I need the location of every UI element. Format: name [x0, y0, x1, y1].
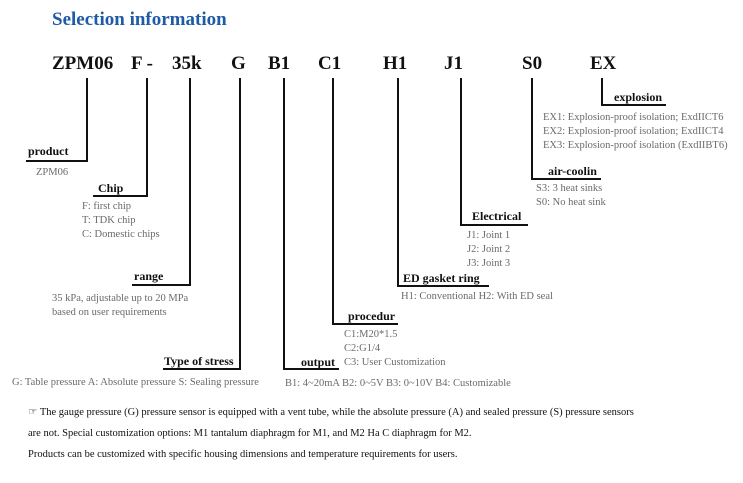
explosion-option-1: EX1: Explosion-proof isolation; ExdIICT6: [543, 112, 724, 123]
gasket-option-1: H1: Conventional H2: With ED seal: [401, 291, 553, 302]
stress-label: Type of stress: [164, 354, 234, 368]
connector-explosion-horizontal: [601, 104, 666, 106]
connector-gasket-vertical: [397, 78, 399, 287]
procedur-option-3: C3: User Customization: [344, 357, 446, 368]
code-chip: F -: [131, 53, 153, 74]
stress-option-1: G: Table pressure A: Absolute pressure S…: [12, 377, 259, 388]
chip-option-2: T: TDK chip: [82, 215, 136, 226]
connector-gasket-horizontal: [397, 285, 489, 287]
electrical-option-2: J2: Joint 2: [467, 244, 511, 255]
procedur-option-2: C2:G1/4: [344, 343, 381, 354]
hand-pointer-icon: ☞: [28, 407, 38, 418]
connector-product-vertical: [86, 78, 88, 162]
note-line-1: ☞ The gauge pressure (G) pressure sensor…: [28, 406, 634, 418]
code-gasket: H1: [383, 53, 408, 74]
electrical-label: Electrical: [472, 209, 522, 223]
chip-option-1: F: first chip: [82, 201, 131, 212]
aircooling-label: air-coolin: [548, 164, 597, 178]
connector-product-horizontal: [26, 160, 88, 162]
procedur-label: procedur: [348, 309, 396, 323]
note-line-1-text: The gauge pressure (G) pressure sensor i…: [39, 407, 634, 418]
explosion-option-3: EX3: Explosion-proof isolation (ExdIIBT6…: [543, 140, 728, 151]
code-range: 35k: [172, 53, 202, 74]
code-electrical: J1: [444, 53, 463, 74]
procedur-option-1: C1:M20*1.5: [344, 329, 398, 340]
code-procedur: C1: [318, 53, 342, 74]
connector-aircooling-vertical: [531, 78, 533, 180]
output-label: output: [301, 355, 336, 369]
page-title: Selection information: [52, 9, 227, 30]
electrical-option-1: J1: Joint 1: [467, 230, 511, 241]
connector-output-vertical: [283, 78, 285, 370]
connector-procedur-vertical: [332, 78, 334, 325]
product-label: product: [28, 144, 69, 158]
code-explosion: EX: [590, 53, 617, 74]
connector-procedur-horizontal: [332, 323, 398, 325]
range-label: range: [134, 269, 164, 283]
electrical-option-3: J3: Joint 3: [467, 258, 511, 269]
note-line-3: Products can be customized with specific…: [28, 449, 458, 460]
code-product: ZPM06: [52, 53, 114, 74]
explosion-option-2: EX2: Explosion-proof isolation; ExdIICT4: [543, 126, 724, 137]
connector-explosion-vertical: [601, 78, 603, 106]
connector-range-vertical: [189, 78, 191, 286]
code-stress: G: [231, 53, 246, 74]
connector-stress-vertical: [239, 78, 241, 370]
connector-electrical-horizontal: [460, 224, 528, 226]
code-output: B1: [268, 53, 291, 74]
product-option-1: ZPM06: [36, 167, 69, 178]
connector-stress-horizontal: [163, 368, 241, 370]
chip-option-3: C: Domestic chips: [82, 229, 160, 240]
range-option-1: 35 kPa, adjustable up to 20 MPa: [52, 293, 189, 304]
chip-label: Chip: [98, 181, 124, 195]
note-line-2: are not. Special customization options: …: [28, 428, 472, 439]
connector-chip-horizontal: [93, 195, 148, 197]
connector-electrical-vertical: [460, 78, 462, 226]
connector-range-horizontal: [132, 284, 191, 286]
connector-output-horizontal: [283, 368, 339, 370]
explosion-label: explosion: [614, 90, 663, 104]
gasket-label: ED gasket ring: [403, 271, 480, 285]
range-option-2: based on user requirements: [52, 307, 167, 318]
connector-aircooling-horizontal: [531, 178, 601, 180]
code-aircooling: S0: [522, 53, 543, 74]
aircooling-option-2: S0: No heat sink: [536, 197, 606, 208]
output-option-1: B1: 4~20mA B2: 0~5V B3: 0~10V B4: Custom…: [285, 378, 511, 389]
connector-chip-vertical: [146, 78, 148, 197]
aircooling-option-1: S3: 3 heat sinks: [536, 183, 603, 194]
